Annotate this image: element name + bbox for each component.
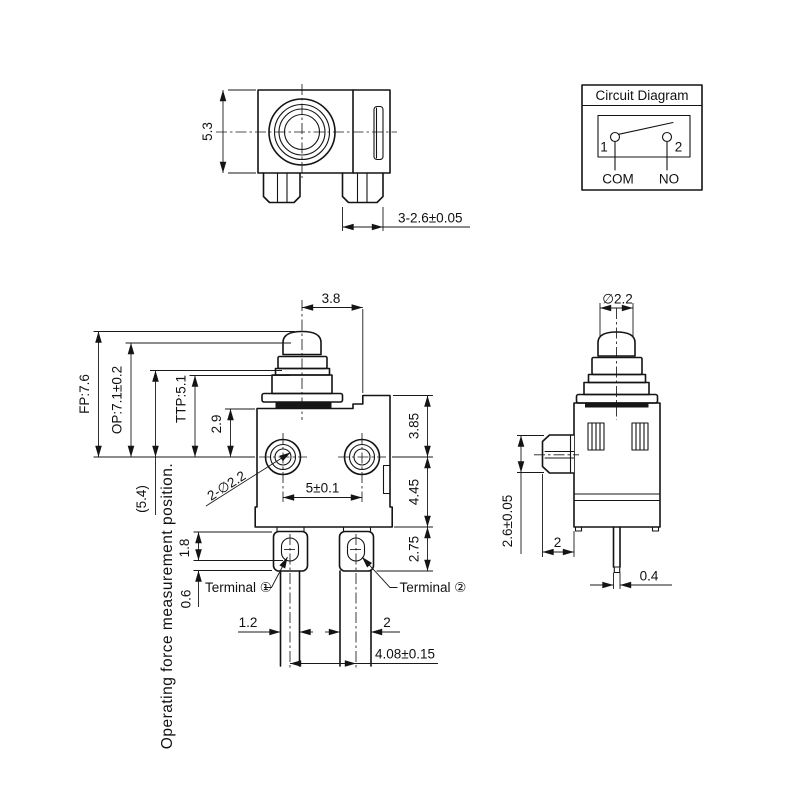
dim-18: 1.8 — [177, 539, 192, 558]
dim-29: 2.9 — [209, 415, 224, 434]
top-slot — [373, 105, 384, 161]
pin-side — [612, 526, 621, 574]
dim-terminal-width: 3-2.6±0.05 — [398, 211, 462, 226]
dim-pin2-width: 2 — [383, 615, 391, 630]
circuit-pole-2: 2 — [675, 140, 683, 155]
top-view: 5.3 3-2.6±0.05 — [200, 84, 470, 231]
dim-boss-height: 2.6±0.05 — [500, 495, 515, 547]
label-terminal-1: Terminal ① — [205, 580, 272, 595]
contact-2-icon — [661, 131, 673, 143]
dim-plunger-offset: 3.8 — [322, 291, 341, 306]
label-terminal-2: Terminal ② — [400, 580, 467, 595]
side-view: ∅2.2 2.6±0.05 2 0.4 — [500, 292, 672, 589]
circuit-box — [581, 84, 703, 191]
dim-pin1-width: 1.2 — [239, 615, 258, 630]
circuit-pole-1: 1 — [600, 140, 608, 155]
dim-top-height: 5.3 — [200, 122, 215, 141]
top-view-body — [257, 89, 391, 174]
dim-pin-width-side: 0.4 — [640, 569, 659, 584]
circuit-no-label: NO — [659, 172, 679, 187]
mounting-hole-right — [338, 433, 386, 502]
dim-445: 4.45 — [407, 479, 422, 505]
terminal-1-front — [272, 526, 309, 668]
dim-boss-offset: 2 — [554, 535, 562, 550]
dim-op: OP:7.1±0.2 — [110, 366, 125, 434]
switch-body-front — [254, 394, 393, 528]
switch-lever — [618, 121, 674, 135]
dim-ref-54: (5.4) — [134, 485, 149, 513]
dim-06: 0.6 — [179, 590, 194, 609]
plunger-seal-side — [585, 403, 649, 408]
dim-ttp: TTP:5.1 — [174, 375, 189, 423]
switch-body-side — [573, 402, 661, 528]
side-boss — [541, 434, 575, 474]
mounting-hole-left — [259, 433, 307, 502]
dim-275: 2.75 — [407, 536, 422, 562]
circuit-title: Circuit Diagram — [595, 88, 688, 103]
plunger-seal — [275, 402, 332, 408]
top-terminal-right — [341, 172, 384, 204]
terminal-2-front — [338, 526, 375, 668]
circuit-inner-box — [597, 114, 691, 158]
dim-pin-pitch: 4.08±0.15 — [375, 647, 435, 662]
front-view: 3.8 FP:7.6 OP:7.1±0.2 (5.4) TTP:5.1 2.9 … — [77, 291, 466, 749]
dim-fp: FP:7.6 — [77, 374, 92, 414]
plunger-front — [261, 330, 344, 408]
dim-hole-pitch: 5±0.1 — [306, 481, 340, 496]
dim-holes: 2-∅2.2 — [205, 468, 249, 504]
top-terminal-left — [262, 172, 301, 204]
note-operating-force: Operating force measurement position. — [159, 463, 176, 749]
circuit-diagram: Circuit Diagram 1 2 COM NO — [581, 84, 703, 191]
dim-385: 3.85 — [407, 413, 422, 439]
plunger-side — [575, 331, 659, 404]
dim-tip-diameter: ∅2.2 — [602, 292, 633, 307]
contact-1-icon — [609, 131, 621, 143]
circuit-com-label: COM — [602, 172, 634, 187]
